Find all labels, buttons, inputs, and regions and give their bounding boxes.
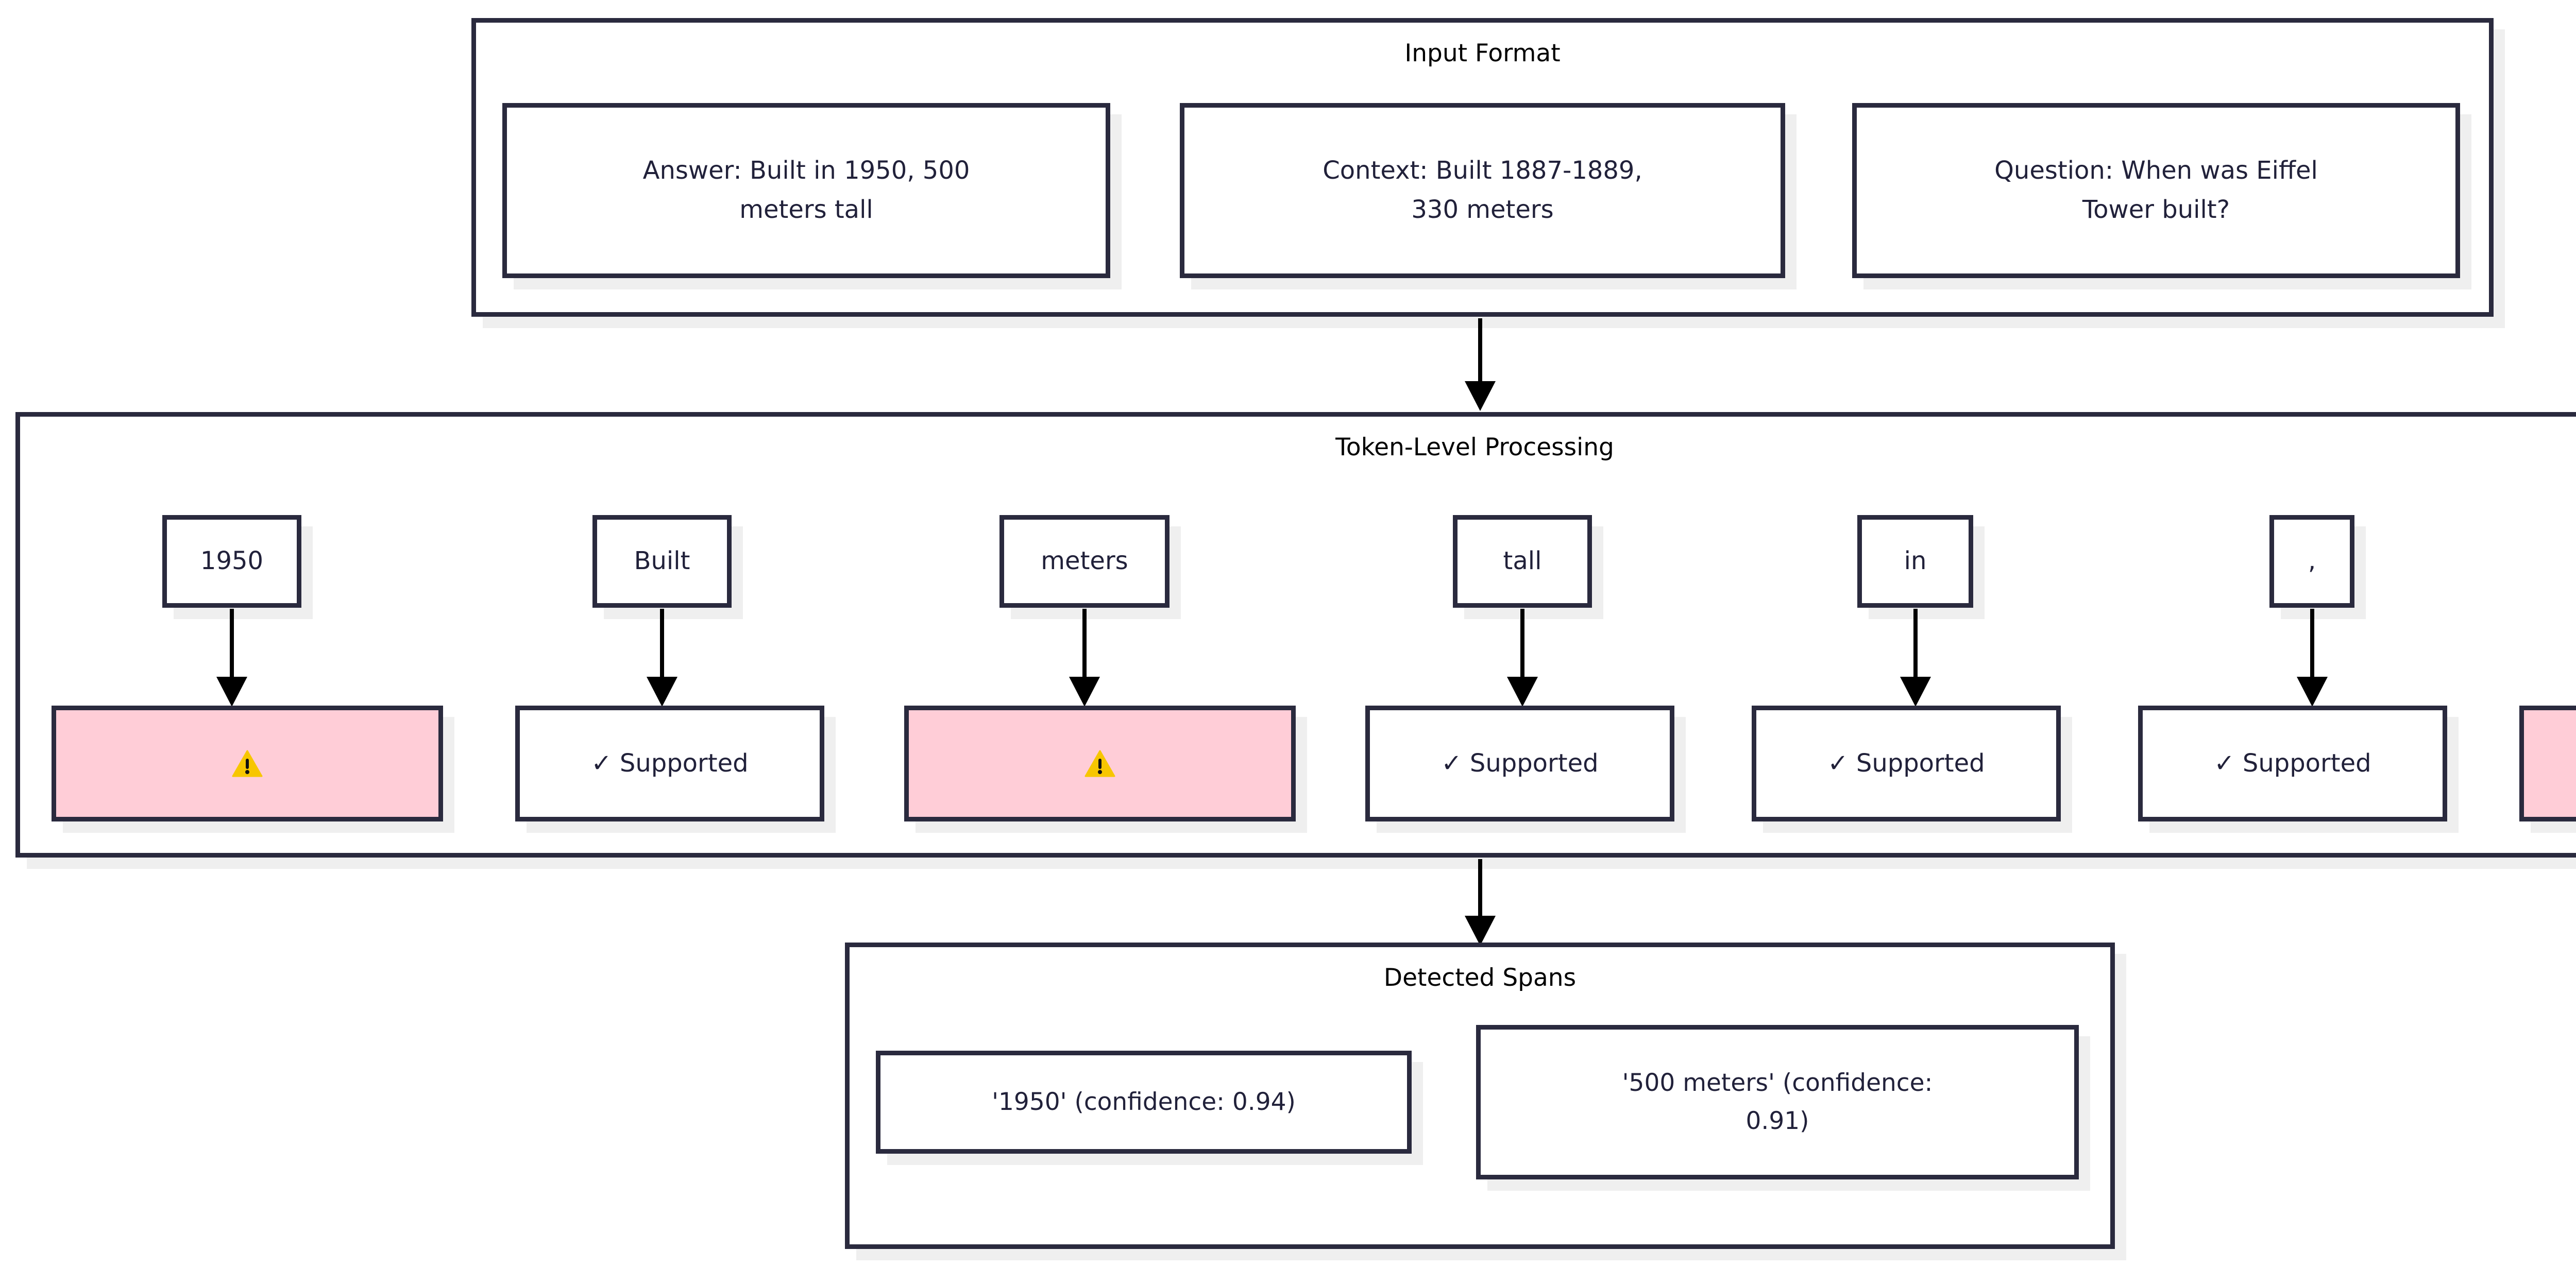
token-label: in <box>1904 546 1927 576</box>
status-box-warning[interactable] <box>2519 706 2576 821</box>
arrow-token-to-status <box>1900 609 1931 707</box>
span-box[interactable]: '500 meters' (confidence: 0.91) <box>1476 1025 2079 1179</box>
status-box-supported[interactable]: ✓ Supported <box>2138 706 2447 821</box>
token-box[interactable]: 1950 <box>162 515 301 608</box>
status-box-warning[interactable] <box>52 706 443 821</box>
arrow-token-to-status <box>2297 609 2328 707</box>
token-box[interactable]: meters <box>999 515 1170 608</box>
span-box[interactable]: '1950' (confidence: 0.94) <box>876 1051 1412 1154</box>
status-label: ✓ Supported <box>591 748 749 778</box>
status-label: ✓ Supported <box>2214 748 2371 778</box>
arrow-tokens-to-spans <box>1465 859 1496 946</box>
detected-spans-title: Detected Spans <box>1383 964 1577 992</box>
status-box-supported[interactable]: ✓ Supported <box>515 706 824 821</box>
status-box-warning[interactable] <box>904 706 1296 821</box>
token-label: tall <box>1503 546 1542 576</box>
token-box[interactable]: in <box>1857 515 1973 608</box>
arrow-input-to-tokens <box>1465 318 1496 411</box>
token-box[interactable]: , <box>2269 515 2354 608</box>
span-label: '1950' (confidence: 0.94) <box>992 1087 1296 1116</box>
token-box[interactable]: Built <box>592 515 732 608</box>
input-format-title: Input Format <box>1404 39 1561 67</box>
answer-box[interactable]: Answer: Built in 1950, 500 meters tall <box>502 103 1110 278</box>
token-box[interactable]: tall <box>1453 515 1592 608</box>
arrow-token-to-status <box>1507 609 1538 707</box>
arrow-token-to-status <box>216 609 247 707</box>
question-box[interactable]: Question: When was Eiffel Tower built? <box>1852 103 2460 278</box>
context-box[interactable]: Context: Built 1887-1889, 330 meters <box>1180 103 1785 278</box>
arrow-token-to-status <box>647 609 677 707</box>
token-label: meters <box>1041 546 1128 576</box>
status-box-supported[interactable]: ✓ Supported <box>1752 706 2061 821</box>
warning-icon <box>232 749 263 778</box>
span-label: '500 meters' (confidence: 0.91) <box>1622 1068 1933 1135</box>
token-label: , <box>2308 546 2316 576</box>
token-label: Built <box>634 546 690 576</box>
context-box-label: Context: Built 1887-1889, 330 meters <box>1323 156 1642 224</box>
question-box-label: Question: When was Eiffel Tower built? <box>1994 156 2318 224</box>
status-label: ✓ Supported <box>1441 748 1599 778</box>
token-label: 1950 <box>200 546 264 576</box>
status-box-supported[interactable]: ✓ Supported <box>1365 706 1674 821</box>
warning-icon <box>1084 749 1115 778</box>
status-label: ✓ Supported <box>1827 748 1985 778</box>
arrow-token-to-status <box>1069 609 1100 707</box>
token-processing-title: Token-Level Processing <box>1335 433 1614 461</box>
answer-box-label: Answer: Built in 1950, 500 meters tall <box>642 156 970 224</box>
